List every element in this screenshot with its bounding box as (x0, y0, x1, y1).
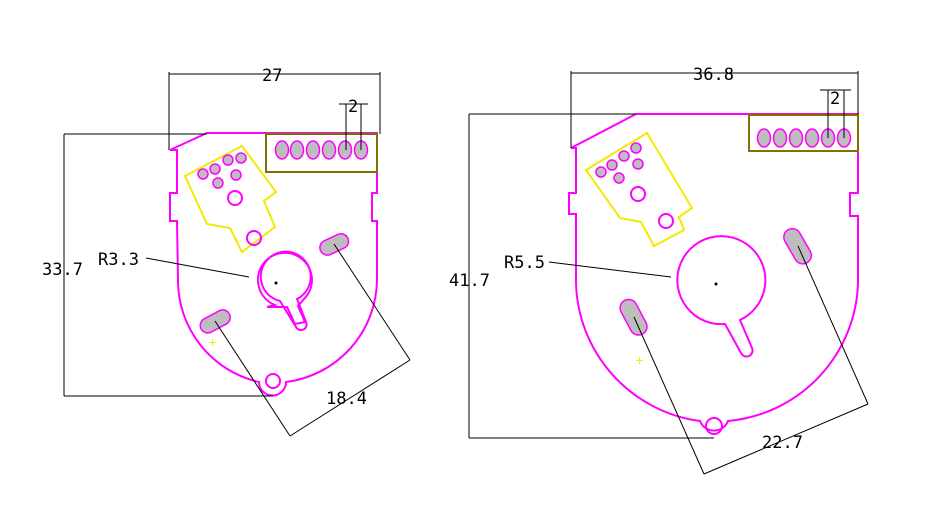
right-connector-pads (756, 128, 852, 148)
pcb-pad (235, 152, 247, 164)
left-hole-spacing-dimension: 18.4 (326, 389, 367, 409)
left-pcb-hole (246, 230, 262, 246)
right-pitch-dimension: 2 (830, 89, 840, 109)
connector-pad (788, 128, 804, 148)
right-motor-outline (568, 113, 859, 432)
left-motor: + 27 33.7 R3.3 2 18.4 (42, 66, 411, 437)
connector-pad (804, 128, 820, 148)
left-pitch-dimension: 2 (348, 97, 358, 117)
right-motor: + 36.8 41.7 R5.5 2 22.7 (449, 65, 869, 475)
left-connector-pads (274, 140, 369, 160)
right-hub-center (714, 282, 718, 286)
right-hub (676, 235, 767, 358)
pcb-pad (595, 166, 607, 178)
left-hub-center (274, 281, 278, 285)
connector-pad (756, 128, 772, 148)
left-pcb-hole (227, 190, 243, 206)
left-width-dimension: 27 (262, 66, 282, 86)
left-hub-keyway (256, 251, 313, 326)
right-ear-hole (705, 417, 723, 435)
right-pcb-hole (658, 213, 674, 229)
left-ear-hole (265, 373, 281, 389)
right-pcb-outline (584, 131, 694, 248)
connector-pad (321, 140, 337, 160)
left-motor-outline (169, 132, 378, 397)
pcb-pad (630, 142, 642, 154)
pcb-pad (197, 168, 209, 180)
pcb-pad (209, 163, 221, 175)
left-plus-mark: + (208, 336, 217, 349)
pcb-pad (212, 177, 224, 189)
pcb-pad (632, 158, 644, 170)
left-pcb-pads (197, 152, 247, 189)
pcb-pad (230, 169, 242, 181)
connector-pad (274, 140, 290, 160)
left-height-dimension: 33.7 (42, 260, 83, 280)
right-hole-spacing-dimension: 22.7 (762, 433, 803, 453)
right-connector-box (748, 114, 859, 152)
right-plus-mark: + (635, 354, 644, 367)
left-hub (259, 250, 312, 332)
connector-pad (305, 140, 321, 160)
connector-pad (337, 140, 353, 160)
right-width-dimension: 36.8 (693, 65, 734, 85)
left-connector-box (265, 133, 378, 173)
right-height-dimension: 41.7 (449, 271, 490, 291)
pcb-pad (613, 172, 625, 184)
pcb-pad (222, 154, 234, 166)
connector-pad (289, 140, 305, 160)
right-pcb-hole (630, 186, 646, 202)
left-pcb-outline (183, 144, 278, 254)
right-radius-dimension: R5.5 (504, 253, 545, 273)
connector-pad (772, 128, 788, 148)
left-radius-dimension: R3.3 (98, 250, 139, 270)
pcb-pad (618, 150, 630, 162)
right-pcb-pads (595, 142, 644, 184)
pcb-pad (606, 159, 618, 171)
